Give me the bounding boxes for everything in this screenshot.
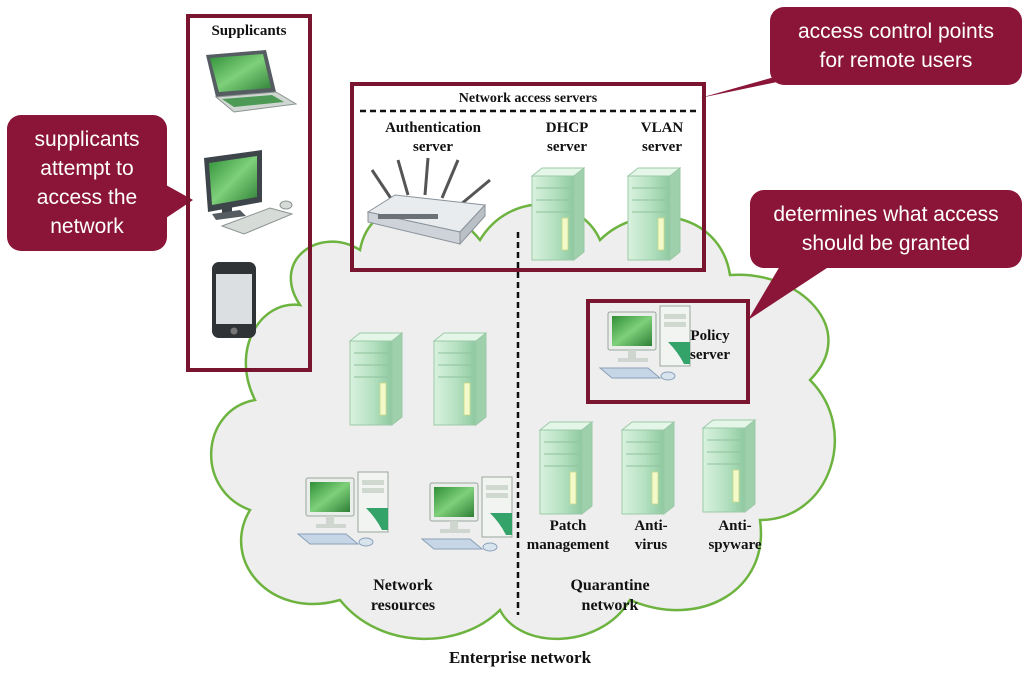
laptop-icon: [206, 50, 298, 113]
policy-server-box: [586, 299, 750, 404]
access-servers-title: Network access servers: [458, 91, 598, 106]
callout-remote-users: access control points for remote users: [770, 7, 1022, 85]
callout-pointer: [166, 185, 193, 218]
enterprise-network-label: Enterprise network: [448, 648, 592, 667]
network-resources-label: Network resources: [370, 577, 436, 614]
desktop-computer-icon: [204, 150, 294, 235]
authentication-server-label: Authentication server: [385, 120, 481, 155]
quarantine-network-label: Quarantine network: [570, 577, 650, 614]
policy-server-label: Policy server: [690, 328, 730, 363]
callout-supplicants: supplicants attempt to access the networ…: [7, 115, 167, 251]
vlan-server-label: VLAN server: [640, 120, 684, 155]
patch-server-icon: [539, 421, 593, 515]
resource-server-icon: [349, 332, 403, 426]
dhcp-server-label: DHCP server: [545, 120, 589, 155]
supplicants-title: Supplicants: [211, 23, 287, 39]
antivirus-server-icon: [621, 421, 675, 515]
patch-management-label: Patch management: [526, 518, 610, 553]
antivirus-label: Anti- virus: [634, 518, 668, 553]
antispyware-server-icon: [702, 419, 756, 513]
antispyware-label: Anti- spyware: [708, 518, 762, 553]
supplicants-box: [186, 14, 312, 372]
network-access-servers-box: [350, 82, 706, 272]
smartphone-icon: [212, 262, 256, 338]
router-icon: [366, 157, 491, 246]
resource-server-icon: [433, 332, 487, 426]
callout-pointer: [748, 266, 830, 320]
callout-policy: determines what access should be granted: [750, 190, 1022, 268]
